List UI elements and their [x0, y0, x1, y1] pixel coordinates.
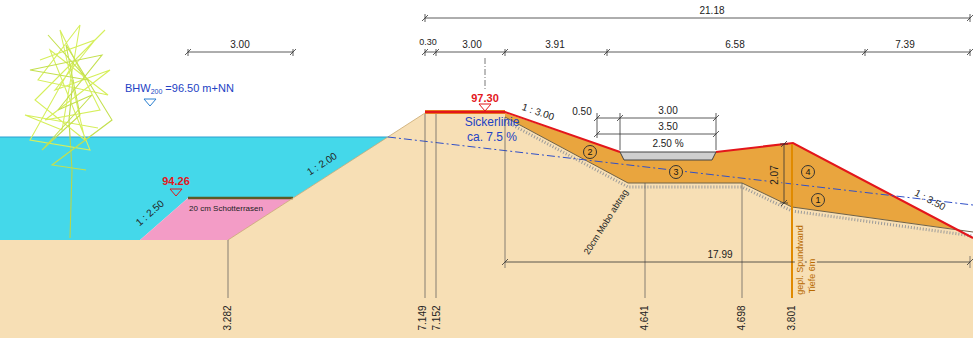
- dimension-value: 3.00: [657, 105, 678, 117]
- station-line: [645, 183, 646, 298]
- dimension-value: 7.39: [894, 39, 915, 51]
- station-line: [436, 114, 437, 298]
- callout-text: 4: [805, 168, 810, 177]
- material-note: 20cm Mobo abtrag: [581, 187, 631, 258]
- excavation-hatch: [505, 121, 973, 236]
- station-lines: [228, 114, 970, 298]
- level-marker: [170, 189, 182, 196]
- gradient-label: 2.50 %: [651, 138, 684, 150]
- callout-number: 4: [801, 165, 815, 179]
- dimension-value: 3.00: [461, 39, 482, 51]
- center-line: [485, 58, 486, 90]
- dike-slope: [228, 113, 425, 240]
- slope-ratio: 1 : 2.50: [133, 197, 167, 229]
- fill-body: [505, 113, 957, 230]
- dimension-line: [425, 52, 970, 53]
- dimension-line: [597, 134, 716, 135]
- sheet-pile-note: gepl. Spundwand: [795, 224, 805, 296]
- material-note: 20 cm Schotterrasen: [188, 204, 264, 213]
- station-number: 4.641: [639, 304, 651, 331]
- dimension-line: [597, 118, 716, 119]
- sheet-pile-wall: [791, 144, 793, 298]
- callout-text: 1: [815, 196, 820, 205]
- water-level-label: BHW: [125, 82, 151, 95]
- dimension-value: 3.00: [229, 39, 250, 51]
- station-number: 4.698: [736, 304, 748, 331]
- callout-text: 3: [673, 168, 678, 177]
- dimension-line: [784, 144, 785, 203]
- water-level-label: BHW200=96.50 m+NN: [124, 82, 235, 95]
- elevation-label: 97.30: [470, 92, 500, 105]
- dimension-value: 21.18: [698, 5, 725, 17]
- callout-number: 2: [583, 145, 597, 159]
- water-body: [0, 137, 388, 240]
- slope-ratio: 1 : 3.00: [519, 101, 556, 123]
- station-number: 3.282: [222, 304, 234, 331]
- sheet-pile-note: Tiefe 6m: [807, 258, 817, 295]
- dimension-line: [505, 262, 970, 263]
- callout-number: 3: [669, 165, 683, 179]
- seepage-line: [388, 137, 973, 205]
- dimension-lines: [185, 14, 973, 265]
- station-line: [228, 240, 229, 298]
- station-number: 7.152: [431, 304, 443, 331]
- road-plate: [620, 152, 716, 160]
- tree-crown: [30, 35, 112, 170]
- dimension-value: 0.30: [418, 37, 438, 47]
- water-level-label: 200: [151, 88, 163, 96]
- callout-number: 1: [811, 193, 825, 207]
- seepage-label: ca. 7.5 %: [466, 131, 518, 145]
- dimension-value: 3.50: [657, 121, 678, 133]
- station-line: [425, 114, 426, 298]
- dimension-ticks: [185, 14, 973, 265]
- dimension-value: 3.91: [544, 39, 565, 51]
- dimension-value: 0.50: [571, 106, 592, 118]
- level-marker: [479, 104, 491, 111]
- tree-sketch: [25, 25, 112, 238]
- ground-body: [0, 113, 973, 338]
- dimension-line: [425, 18, 970, 19]
- dimension-value: 17.99: [706, 249, 733, 261]
- dimension-line: [188, 52, 293, 53]
- excavation-line: [505, 117, 973, 232]
- seepage-label: Sickerlinie: [464, 116, 521, 130]
- berm-surface: [188, 197, 293, 200]
- station-line: [742, 183, 743, 298]
- elevation-label: 94.26: [161, 175, 191, 188]
- callout-text: 2: [587, 148, 592, 157]
- water-surface: [0, 137, 388, 138]
- slope-ratio: 1 : 2.00: [304, 150, 340, 179]
- dimension-value: 6.58: [724, 39, 745, 51]
- slope-ratio: 1 : 3.50: [912, 187, 949, 214]
- station-number: 7.149: [417, 304, 429, 331]
- station-number: 3.801: [786, 304, 798, 331]
- level-marker: [144, 99, 156, 106]
- section-height: 2.07: [769, 164, 781, 185]
- water-level-label: =96.50 m+NN: [165, 82, 233, 95]
